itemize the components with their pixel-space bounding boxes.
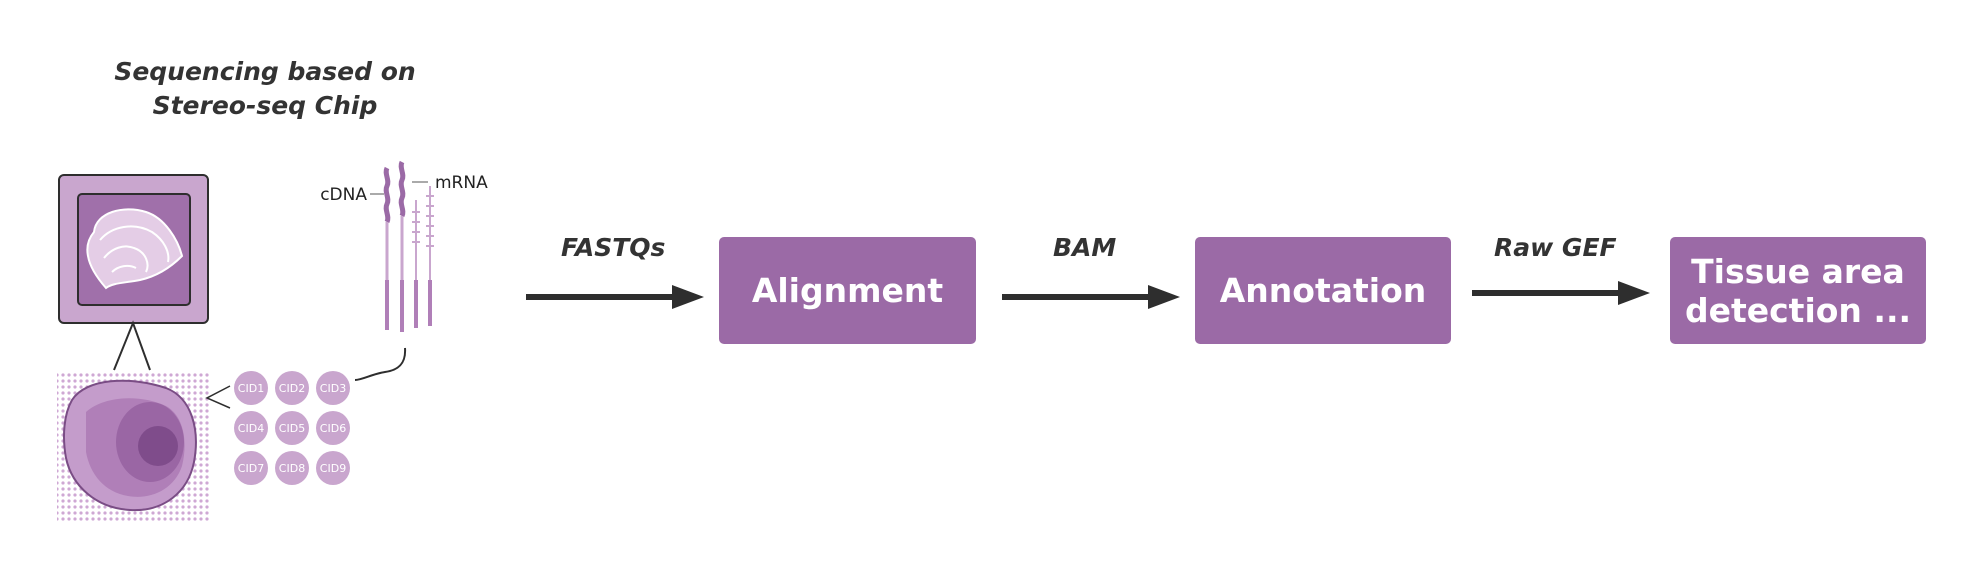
cid-bubble: [234, 451, 268, 485]
annotation-step-label: Annotation: [1219, 271, 1427, 310]
cid-label: CID3: [320, 382, 346, 395]
mrna-label: mRNA: [435, 173, 488, 193]
tissue-detection-step-line2: detection ...: [1684, 290, 1912, 330]
cid-label: CID4: [238, 422, 264, 435]
chip-title-line1: Sequencing based on: [114, 57, 416, 86]
cid-label: CID2: [279, 382, 305, 395]
tissue-detection-step-line1: Tissue area: [1691, 251, 1905, 291]
cid-label: CID8: [279, 462, 305, 475]
edge-label-raw-gef: Raw GEF: [1494, 233, 1617, 262]
cid-bubble: [316, 371, 350, 405]
chip-title-line2: Stereo-seq Chip: [152, 91, 378, 120]
cid-pointer: [205, 385, 231, 409]
cid-bubble: [316, 451, 350, 485]
cid-bubble: [275, 371, 309, 405]
tissue-detection-step: Tissue area detection ...: [1670, 237, 1926, 344]
edge-label-bam: BAM: [1053, 233, 1117, 262]
alignment-step: Alignment: [719, 237, 976, 344]
chip-title: Sequencing based on Stereo-seq Chip: [110, 55, 420, 123]
annotation-step: Annotation: [1195, 237, 1451, 344]
edge-label-fastqs: FASTQs: [561, 233, 666, 262]
cell-icon: [63, 379, 197, 512]
cid-label: CID1: [238, 382, 264, 395]
cid-label: CID7: [238, 462, 264, 475]
cid-bubble: [275, 411, 309, 445]
zoom-lines: [113, 320, 151, 371]
molecule-strands: [354, 160, 434, 381]
arrow-raw-gef: [1472, 281, 1650, 305]
arrow-bam: [1002, 285, 1180, 309]
cid-bubble: [316, 411, 350, 445]
cdna-label: cDNA: [320, 185, 367, 205]
arrow-fastqs: [526, 285, 704, 309]
cid-label: CID9: [320, 462, 346, 475]
cid-label: CID5: [279, 422, 305, 435]
cid-label: CID6: [320, 422, 346, 435]
cid-bubble: [275, 451, 309, 485]
alignment-step-label: Alignment: [751, 271, 944, 310]
tissue-section-icon: [86, 208, 184, 290]
cid-bubble: [234, 371, 268, 405]
cid-bubble: [234, 411, 268, 445]
